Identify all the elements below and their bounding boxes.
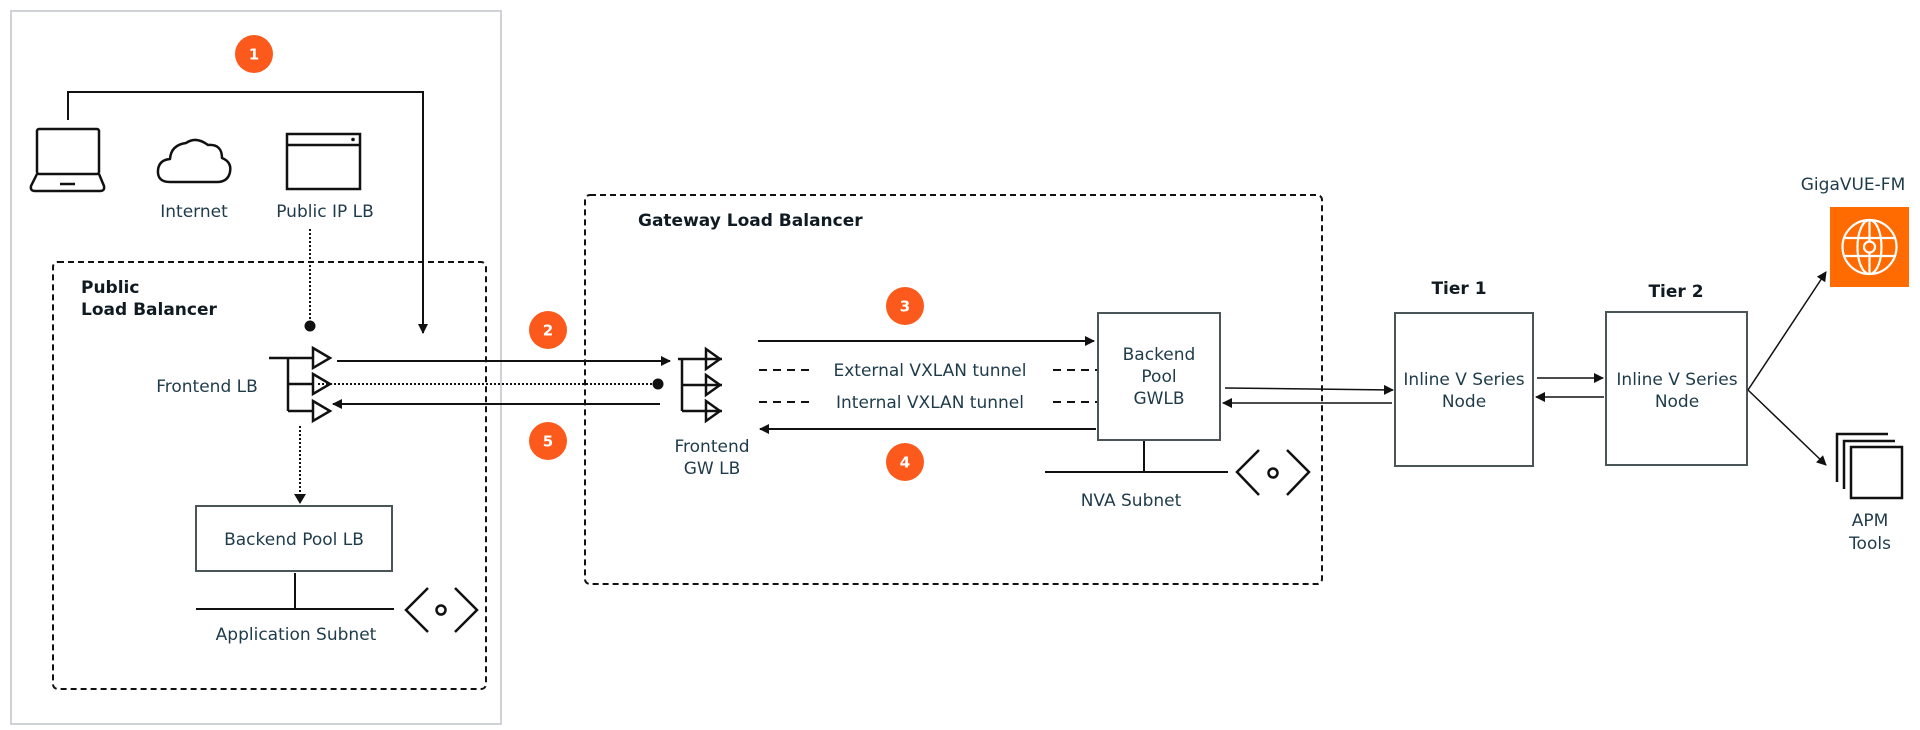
backend-pool-gwlb-line3: GWLB bbox=[1133, 389, 1184, 409]
tier1-node-box bbox=[1394, 312, 1534, 467]
frontend-gw-lb-icon bbox=[678, 346, 723, 424]
flow-arrow-to-apm bbox=[1747, 389, 1827, 466]
step-badge-3: 3 bbox=[886, 287, 924, 325]
client-zone-frame bbox=[10, 10, 502, 725]
tier2-node-box bbox=[1605, 311, 1748, 466]
gigavue-fm-label: GigaVUE-FM bbox=[1801, 175, 1906, 195]
tier1-node-line2: Node bbox=[1442, 392, 1486, 412]
step-badge-5: 5 bbox=[529, 422, 567, 460]
gateway-lb-title: Gateway Load Balancer bbox=[638, 211, 863, 231]
public-ip-lb-label: Public IP LB bbox=[276, 202, 374, 222]
step-badge-1-number: 1 bbox=[249, 46, 259, 64]
tier1-node-line1: Inline V Series bbox=[1403, 370, 1524, 390]
application-subnet-label: Application Subnet bbox=[216, 625, 377, 645]
tier2-title: Tier 2 bbox=[1648, 282, 1703, 302]
frontend-gw-lb-label-line2: GW LB bbox=[684, 459, 741, 479]
tier1-title: Tier 1 bbox=[1431, 279, 1486, 299]
frontend-lb-label: Frontend LB bbox=[156, 377, 258, 397]
flow-line-client-to-lb bbox=[67, 91, 428, 334]
step-badge-3-number: 3 bbox=[900, 298, 910, 316]
backend-pool-lb-box bbox=[195, 505, 393, 572]
application-subnet-icon bbox=[404, 587, 479, 633]
globe-icon bbox=[1841, 218, 1898, 276]
public-ip-association-dot bbox=[304, 320, 316, 332]
public-lb-title-line1: Public bbox=[81, 278, 139, 298]
tier2-node-line1: Inline V Series bbox=[1616, 370, 1737, 390]
apm-tools-stack-icon bbox=[1835, 432, 1904, 500]
browser-window-icon bbox=[285, 132, 362, 191]
step-badge-4: 4 bbox=[886, 443, 924, 481]
external-vxlan-tunnel-label: External VXLAN tunnel bbox=[834, 361, 1027, 381]
flow-arrow-to-gigavue bbox=[1747, 271, 1827, 391]
apm-tools-label-line1: APM bbox=[1852, 511, 1889, 531]
step-badge-2-number: 2 bbox=[543, 322, 553, 340]
internal-vxlan-tunnel-label: Internal VXLAN tunnel bbox=[836, 393, 1024, 413]
frontend-lb-icon bbox=[269, 345, 333, 424]
nva-subnet-label: NVA Subnet bbox=[1081, 491, 1182, 511]
frontend-gw-lb-label-line1: Frontend bbox=[674, 437, 749, 457]
step-badge-2: 2 bbox=[529, 311, 567, 349]
step-badge-5-number: 5 bbox=[543, 433, 553, 451]
cloud-icon bbox=[156, 138, 232, 184]
laptop-icon bbox=[29, 127, 106, 193]
backend-pool-gwlb-line2: Pool bbox=[1141, 367, 1176, 387]
internet-label: Internet bbox=[160, 202, 228, 222]
tier2-node-line2: Node bbox=[1655, 392, 1699, 412]
public-load-balancer-zone bbox=[52, 261, 487, 690]
step-badge-1: 1 bbox=[235, 35, 273, 73]
step-badge-4-number: 4 bbox=[900, 454, 910, 472]
public-lb-title-line2: Load Balancer bbox=[81, 300, 218, 320]
backend-pool-gwlb-box bbox=[1097, 312, 1221, 441]
nva-subnet-icon bbox=[1235, 449, 1311, 496]
backend-pool-gwlb-line1: Backend bbox=[1123, 345, 1196, 365]
backend-pool-lb-label: Backend Pool LB bbox=[224, 530, 364, 550]
chaining-dot bbox=[652, 378, 664, 390]
frontend-to-backend-arrowhead bbox=[294, 494, 306, 504]
flow-arrow-to-tier1 bbox=[1224, 384, 1394, 395]
apm-tools-label-line2: Tools bbox=[1848, 534, 1891, 554]
